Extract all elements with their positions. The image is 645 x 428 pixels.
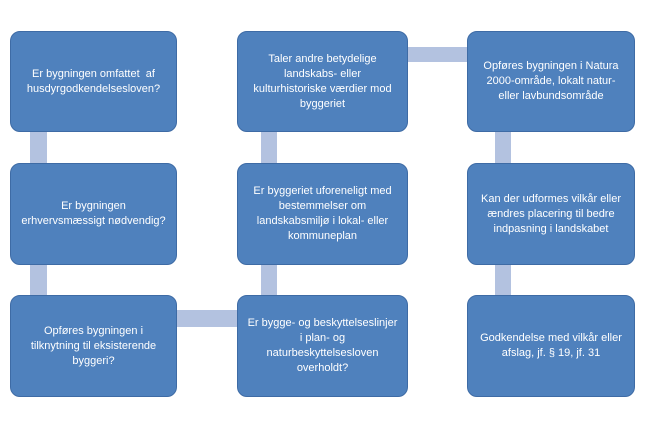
flow-box-vilkaar-placering: Kan der udformes vilkår eller ændres pla… [467, 163, 635, 265]
connector-middle-row1-row2 [261, 132, 277, 164]
connector-top-middle-to-right [405, 47, 468, 62]
flow-box-text: Er bygge- og beskyttelseslinjer i plan- … [247, 317, 401, 374]
flow-box-erhvervsmaessigt-noedvendig: Er bygningen erhvervsmæssigt nødvendig? [10, 163, 177, 265]
flow-box-godkendelse-afslag: Godkendelse med vilkår eller afslag, jf.… [467, 295, 635, 397]
flow-box-text: Opføres bygningen i Natura 2000-område, … [483, 60, 622, 102]
flow-box-beskyttelseslinjer: Er bygge- og beskyttelseslinjer i plan- … [237, 295, 408, 397]
connector-right-row2-row3 [495, 264, 511, 296]
flow-box-landskabsvaerdier: Taler andre betydelige landskabs- eller … [237, 31, 408, 132]
flow-box-text: Er bygningen omfattet af husdyrgodkendel… [26, 67, 161, 95]
flow-box-text: Er byggeriet uforeneligt med bestemmelse… [253, 185, 395, 242]
flow-box-husdyrgodkendelsesloven: Er bygningen omfattet af husdyrgodkendel… [10, 31, 177, 132]
flow-box-text: Kan der udformes vilkår eller ændres pla… [480, 192, 625, 235]
connector-bottom-left-to-middle [176, 310, 238, 327]
connector-right-row1-row2 [495, 132, 511, 164]
flow-box-text: Godkendelse med vilkår eller afslag, jf.… [480, 332, 625, 359]
flow-box-text: Er bygningen erhvervsmæssigt nødvendig? [21, 200, 166, 227]
flow-box-text: Opføres bygningen i tilknytning til eksi… [30, 324, 160, 367]
flow-box-natura2000: Opføres bygningen i Natura 2000-område, … [467, 31, 635, 132]
connector-middle-row2-row3 [261, 264, 277, 296]
connector-left-row1-row2 [30, 132, 47, 164]
flow-box-tilknytning-eksisterende: Opføres bygningen i tilknytning til eksi… [10, 295, 177, 397]
connector-left-row2-row3 [30, 264, 47, 296]
flow-box-lokal-kommuneplan: Er byggeriet uforeneligt med bestemmelse… [237, 163, 408, 265]
flow-box-text: Taler andre betydelige landskabs- eller … [253, 52, 395, 110]
